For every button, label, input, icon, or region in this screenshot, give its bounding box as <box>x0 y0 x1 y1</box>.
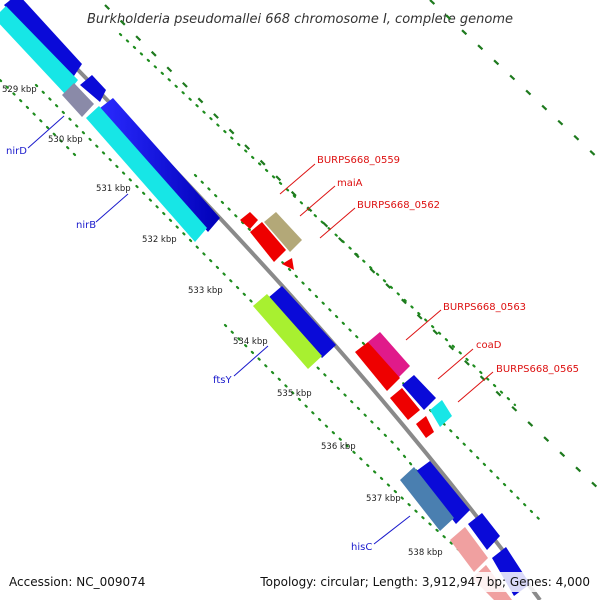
gene-label-coaD[interactable]: coaD <box>476 340 502 351</box>
gene-red-0565 <box>390 388 420 420</box>
kbp-labels: 529 kbp 530 kbp 531 kbp 532 kbp 533 kbp … <box>2 85 443 558</box>
gene-label-BURPS668_0559[interactable]: BURPS668_0559 <box>317 155 400 166</box>
gene-cyan-nirB <box>86 106 207 242</box>
gene-steelblue-hisC <box>400 467 454 531</box>
footer-info-bg <box>256 572 594 592</box>
gene-cyan-0565 <box>430 400 452 427</box>
kbp-label: 535 kbp <box>277 389 312 399</box>
kbp-label: 534 kbp <box>233 337 268 347</box>
accession-text: Accession: NC_009074 <box>9 575 145 589</box>
gene-cyan-top-left <box>0 6 78 95</box>
kbp-label: 531 kbp <box>96 184 131 194</box>
gene-lime-ftsY <box>253 294 322 369</box>
genes-inner-track <box>0 0 530 600</box>
gene-label-nirD[interactable]: nirD <box>6 146 27 157</box>
gene-red-0559 <box>240 212 258 229</box>
gene-red-tip <box>416 416 434 438</box>
gene-label-BURPS668_0565[interactable]: BURPS668_0565 <box>496 364 579 375</box>
kbp-label: 529 kbp <box>2 85 37 95</box>
gene-label-BURPS668_0563[interactable]: BURPS668_0563 <box>443 302 526 313</box>
kbp-label: 536 kbp <box>321 442 356 452</box>
gene-label-nirB[interactable]: nirB <box>76 220 96 231</box>
kbp-label: 538 kbp <box>408 548 443 558</box>
genes-outer-track <box>240 212 452 438</box>
gene-blue-538 <box>468 513 500 550</box>
dashed-tick-track <box>104 0 600 491</box>
kbp-label: 537 kbp <box>366 494 401 504</box>
gene-labels: nirD nirB ftsY hisC BURPS668_0559 maiA B… <box>6 146 579 553</box>
gene-label-BURPS668_0562[interactable]: BURPS668_0562 <box>357 200 440 211</box>
gene-magenta-0563 <box>368 332 410 378</box>
gene-blue-coaD-area <box>402 375 436 410</box>
map-title: Burkholderia pseudomallei 668 chromosome… <box>87 12 513 27</box>
topology-info-text: Topology: circular; Length: 3,912,947 bp… <box>259 575 590 589</box>
gene-label-ftsY[interactable]: ftsY <box>213 375 232 386</box>
gene-salmon <box>450 527 488 572</box>
kbp-label: 533 kbp <box>188 286 223 296</box>
gene-blue-hisC-area <box>415 461 470 524</box>
chromosome-backbone <box>8 0 542 600</box>
kbp-label: 532 kbp <box>142 235 177 245</box>
gene-red-small <box>282 258 294 270</box>
kbp-label: 530 kbp <box>48 135 83 145</box>
gene-red-0562 <box>250 222 286 262</box>
gene-label-hisC[interactable]: hisC <box>351 542 372 553</box>
gene-blue-nirD-area <box>80 75 106 102</box>
gene-blue-top-left <box>4 0 82 82</box>
gene-red-coaD <box>355 342 400 391</box>
gene-blue-534 <box>268 286 336 358</box>
gene-olive-maiA <box>264 212 302 252</box>
gene-grayblue <box>62 83 94 117</box>
gene-blue-large <box>100 98 220 232</box>
label-leaders <box>27 115 494 545</box>
gene-label-maiA[interactable]: maiA <box>337 178 363 189</box>
